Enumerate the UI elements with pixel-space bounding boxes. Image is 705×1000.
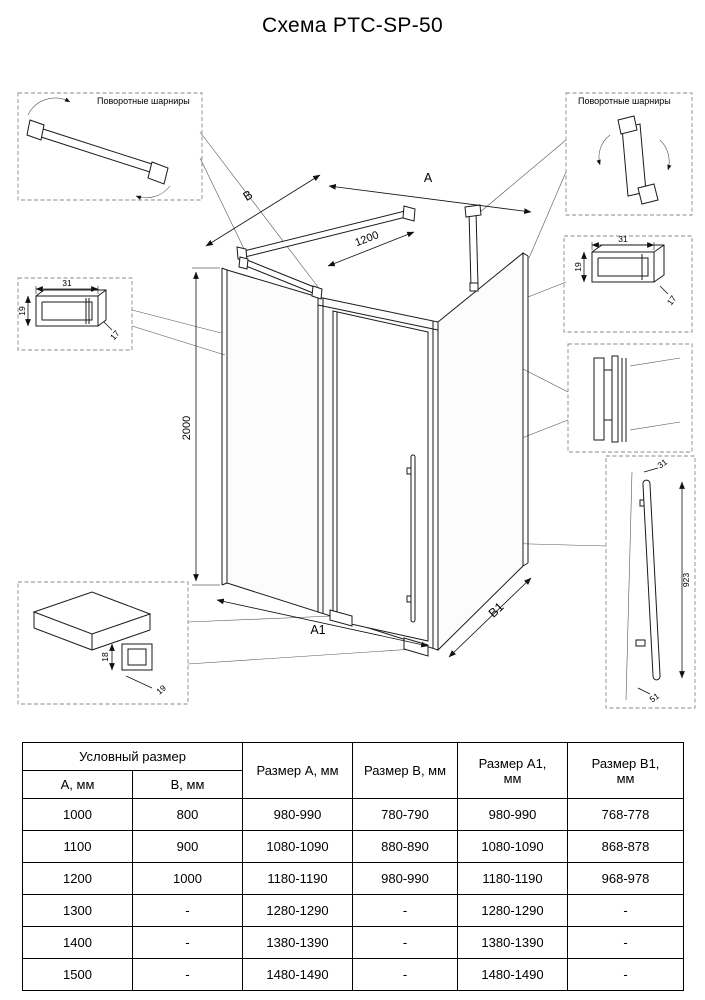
dim-1200-label: 1200 bbox=[353, 229, 380, 249]
table-cell: 1080-1090 bbox=[457, 830, 569, 863]
table-row: 1200 1000 1180-1190 980-990 1180-1190 96… bbox=[22, 862, 685, 895]
size-table: Условный размер Размер A, мм Размер B, м… bbox=[21, 742, 685, 991]
table-cell: 1480-1490 bbox=[242, 958, 354, 991]
right-panel bbox=[437, 251, 524, 652]
table-cell: 1000 bbox=[131, 862, 244, 895]
table-cell: - bbox=[131, 958, 244, 991]
handle-dim-923: 923 bbox=[681, 573, 691, 587]
table-cell: 980-990 bbox=[352, 862, 459, 895]
table-cell: 800 bbox=[131, 798, 244, 831]
table-cell: 980-990 bbox=[457, 798, 569, 831]
table-row: 1300 - 1280-1290 - 1280-1290 - bbox=[22, 894, 685, 927]
top-support-bar-long bbox=[236, 205, 416, 262]
table-header-row-2: A, мм B, мм bbox=[22, 770, 684, 799]
table-header-row-1: Условный размер Размер A, мм Размер B, м… bbox=[21, 742, 685, 799]
table-cell: - bbox=[567, 894, 685, 927]
table-row: 1100 900 1080-1090 880-890 1080-1090 868… bbox=[22, 830, 685, 863]
technical-drawing: A B 1200 2000 A1 B1 Поворотные шарниры bbox=[17, 92, 696, 709]
detail-left-profile: 31 19 17 bbox=[17, 277, 133, 351]
table-cell: 1400 bbox=[22, 926, 133, 959]
right-profile-dim-31: 31 bbox=[618, 234, 628, 244]
table-row: 1500 - 1480-1490 - 1480-1490 - bbox=[22, 958, 685, 991]
table-cell: 1180-1190 bbox=[457, 862, 569, 895]
table-cell: 1280-1290 bbox=[457, 894, 569, 927]
left-wall-profile bbox=[221, 267, 228, 586]
table-cell: - bbox=[131, 926, 244, 959]
hinges-right-label: Поворотные шарниры bbox=[578, 96, 671, 106]
table-row: 1000 800 980-990 780-790 980-990 768-778 bbox=[22, 798, 685, 831]
dim-2000: 2000 bbox=[181, 267, 220, 586]
page-title: Схема PTC-SP-50 bbox=[262, 14, 443, 37]
header-size-b1: Размер B1, мм bbox=[567, 742, 685, 799]
dim-2000-label: 2000 bbox=[181, 416, 193, 440]
detail-bottom-rail: 18 19 bbox=[17, 581, 189, 705]
table-cell: 1380-1390 bbox=[457, 926, 569, 959]
left-profile-dim-17: 17 bbox=[108, 328, 122, 342]
header-nominal-size: Условный размер bbox=[21, 742, 244, 771]
table-cell: - bbox=[131, 894, 244, 927]
main-view bbox=[221, 204, 529, 657]
table-cell: 1280-1290 bbox=[242, 894, 354, 927]
table-cell: 780-790 bbox=[352, 798, 459, 831]
table-cell: - bbox=[352, 926, 459, 959]
table-row: 1400 - 1380-1390 - 1380-1390 - bbox=[22, 926, 685, 959]
table-cell: 900 bbox=[131, 830, 244, 863]
top-support-bar-short bbox=[238, 256, 323, 300]
dim-a1-label: A1 bbox=[310, 623, 325, 637]
table-cell: 968-978 bbox=[567, 862, 685, 895]
table-cell: 880-890 bbox=[352, 830, 459, 863]
detail-right-profile: 31 19 17 bbox=[563, 234, 693, 333]
table-cell: - bbox=[567, 958, 685, 991]
table-cell: 980-990 bbox=[242, 798, 354, 831]
detail-hinges-left: Поворотные шарниры bbox=[17, 92, 203, 201]
handle-dim-51: 51 bbox=[648, 691, 662, 705]
header-size-b: Размер B, мм bbox=[352, 742, 459, 799]
left-glass-panel bbox=[226, 269, 319, 613]
detail-corner-profile bbox=[567, 343, 693, 453]
table-cell: - bbox=[352, 958, 459, 991]
table-cell: - bbox=[352, 894, 459, 927]
header-size-a1: Размер A1, мм bbox=[457, 742, 569, 799]
header-col-a: A, мм bbox=[22, 770, 133, 799]
size-table-container: Условный размер Размер A, мм Размер B, м… bbox=[21, 742, 685, 991]
table-cell: 768-778 bbox=[567, 798, 685, 831]
dim-1200: 1200 bbox=[327, 229, 415, 267]
table-cell: 1180-1190 bbox=[242, 862, 354, 895]
dim-A1: A1 bbox=[216, 598, 429, 648]
detail-hinges-right: Поворотные шарниры bbox=[565, 92, 693, 216]
left-profile-dim-19: 19 bbox=[17, 306, 27, 316]
right-profile-dim-17: 17 bbox=[665, 293, 679, 307]
right-profile-dim-19: 19 bbox=[573, 262, 583, 272]
table-cell: - bbox=[567, 926, 685, 959]
dim-b1-label: B1 bbox=[486, 600, 507, 621]
table-cell: 1380-1390 bbox=[242, 926, 354, 959]
table-cell: 868-878 bbox=[567, 830, 685, 863]
dim-B: B bbox=[205, 174, 321, 247]
left-profile-dim-31: 31 bbox=[62, 278, 72, 288]
table-cell: 1300 bbox=[22, 894, 133, 927]
right-wall-profile bbox=[522, 252, 529, 567]
table-cell: 1200 bbox=[22, 862, 133, 895]
bottom-rail-dim-19: 19 bbox=[154, 683, 168, 697]
hinges-left-label: Поворотные шарниры bbox=[97, 96, 190, 106]
table-cell: 1000 bbox=[22, 798, 133, 831]
right-support-post bbox=[464, 204, 482, 292]
header-col-b: B, мм bbox=[131, 770, 244, 799]
table-cell: 1100 bbox=[22, 830, 133, 863]
dim-A: A bbox=[328, 171, 532, 214]
bottom-rail-dim-18: 18 bbox=[100, 652, 110, 662]
table-cell: 1080-1090 bbox=[242, 830, 354, 863]
detail-handle: 31 923 51 bbox=[605, 455, 696, 709]
header-size-a: Размер A, мм bbox=[242, 742, 354, 799]
table-cell: 1500 bbox=[22, 958, 133, 991]
table-cell: 1480-1490 bbox=[457, 958, 569, 991]
dim-a-label: A bbox=[424, 171, 433, 185]
